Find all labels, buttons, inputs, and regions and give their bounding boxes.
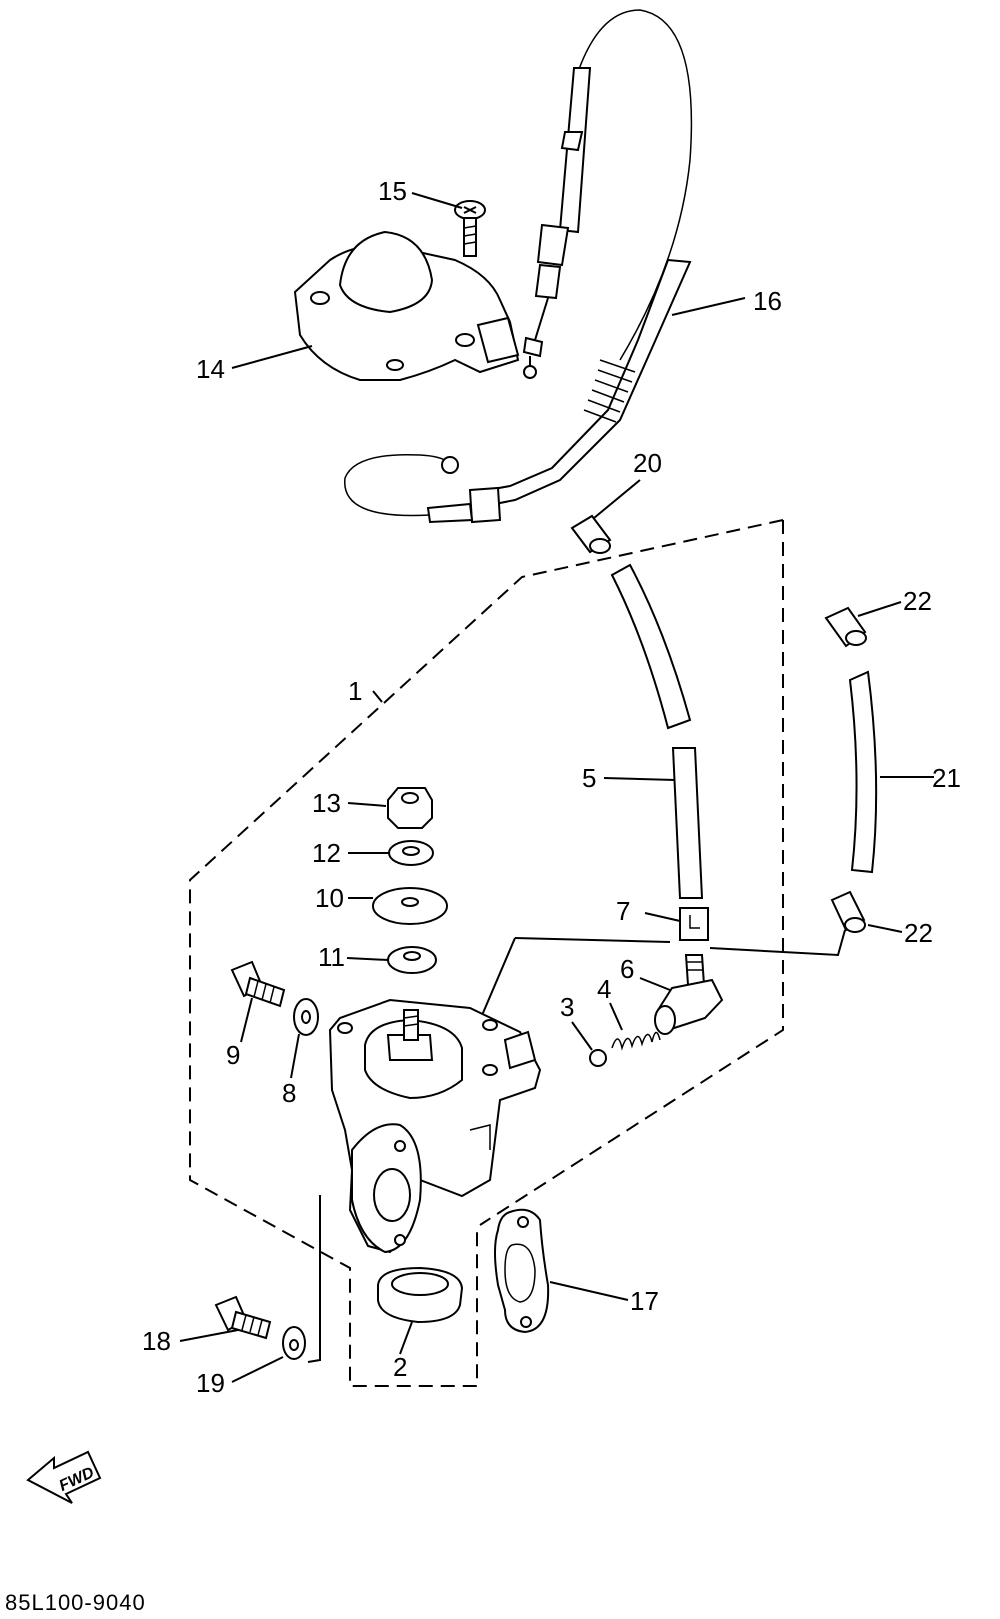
fitting-part-22-bottom [830, 890, 866, 933]
callout-16: 16 [753, 286, 782, 316]
fitting-part-22-top [824, 606, 867, 648]
washer-part-11 [387, 946, 437, 974]
callout-5: 5 [582, 763, 596, 793]
callout-21: 21 [932, 763, 961, 793]
gasket-outline [307, 1195, 321, 1363]
callout-4: 4 [597, 974, 611, 1004]
ball-part-3 [589, 1049, 607, 1067]
diagram-code: 85L100-9040 [5, 1590, 146, 1615]
seal-part-2 [377, 1266, 464, 1324]
callout-19: 19 [196, 1368, 225, 1398]
assembly-outline [189, 519, 784, 1387]
bolt-part-9 [230, 960, 286, 1008]
callout-14: 14 [196, 354, 225, 384]
callout-6: 6 [620, 954, 634, 984]
hose-part-21 [848, 670, 878, 874]
nut-part-13 [387, 787, 433, 829]
callout-3: 3 [560, 992, 574, 1022]
hose-route-line [514, 929, 846, 957]
callout-1: 1 [348, 676, 362, 706]
leader-lines [179, 192, 934, 1383]
callout-15: 15 [378, 176, 407, 206]
callout-12: 12 [312, 838, 341, 868]
callout-22-top: 22 [903, 586, 932, 616]
washer-part-19 [282, 1326, 306, 1360]
elbow-part-6 [654, 954, 724, 1035]
callout-17: 17 [630, 1286, 659, 1316]
fwd-arrow-icon: FWD [26, 1450, 102, 1504]
fitting-part-20 [570, 514, 612, 554]
lockwasher-part-12 [388, 840, 434, 866]
callout-labels: 15 16 14 20 22 1 5 21 13 12 10 7 22 11 6… [142, 176, 961, 1398]
callout-11: 11 [318, 942, 345, 972]
callout-7: 7 [616, 896, 630, 926]
callout-8: 8 [282, 1078, 296, 1108]
callout-22-bottom: 22 [904, 918, 933, 948]
bolt-part-18 [214, 1295, 272, 1340]
gasket-part-17 [494, 1208, 550, 1334]
callout-18: 18 [142, 1326, 171, 1356]
clamp-part-7 [679, 907, 709, 941]
cover-part-14 [293, 230, 520, 381]
pump-body [328, 998, 542, 1254]
spring-part-4 [611, 1031, 661, 1051]
screw-part-15 [454, 200, 486, 257]
callout-2: 2 [393, 1352, 407, 1382]
pump-link-line [479, 937, 516, 1021]
washer-part-8 [293, 998, 319, 1036]
callout-20: 20 [633, 448, 662, 478]
cable-part-16 [344, 9, 693, 524]
washer-part-10 [372, 887, 448, 925]
callout-9: 9 [226, 1040, 240, 1070]
callout-10: 10 [315, 883, 344, 913]
callout-13: 13 [312, 788, 341, 818]
hose-part-5 [610, 563, 704, 899]
